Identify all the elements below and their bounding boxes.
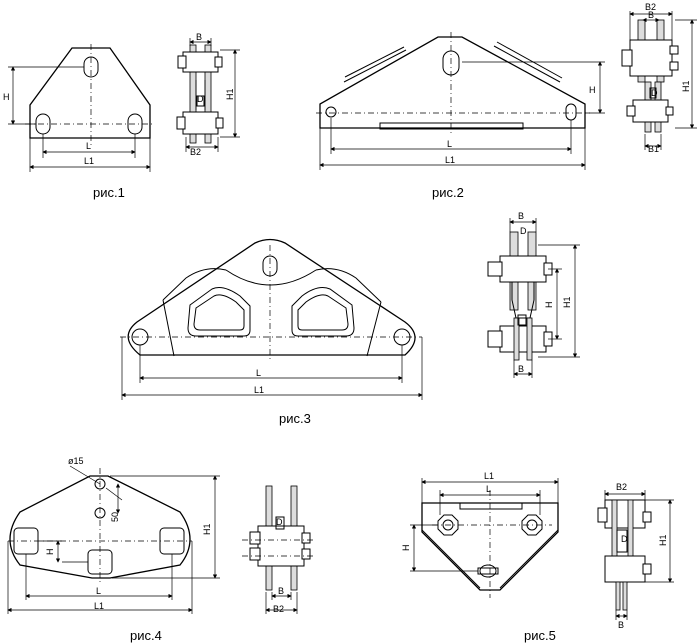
fig4-side-dim-b2: B2	[273, 604, 284, 614]
fig3-side-dim-h: H	[544, 302, 554, 309]
fig3-side-dim-h1: H1	[562, 296, 572, 308]
figure-2-front-view	[316, 32, 605, 170]
fig4-side-dim-b: B	[278, 586, 284, 596]
fig2-dim-h: H	[589, 85, 596, 95]
fig5-dim-l1: L1	[484, 471, 494, 481]
fig5-dim-l: L	[486, 484, 491, 494]
figure-3-side-view	[487, 218, 580, 378]
fig3-side-dim-d: D	[520, 226, 527, 236]
fig2-dim-l1: L1	[445, 155, 455, 165]
fig2-dim-l: L	[447, 139, 452, 149]
figure-1-side-view	[176, 38, 240, 152]
fig3-dim-l1: L1	[254, 385, 264, 395]
fig5-side-dim-h1: H1	[658, 534, 668, 546]
fig1-side-dim-b: B	[196, 32, 202, 42]
fig2-side-dim-d: D	[651, 88, 658, 98]
fig1-dim-l: L	[86, 141, 91, 151]
fig1-side-dim-b2: B2	[190, 147, 201, 157]
fig3-dim-l: L	[256, 368, 261, 378]
figure-4-front-view	[7, 465, 220, 614]
fig5-side-dim-b2: B2	[616, 482, 627, 492]
fig5-side-dim-d: D	[621, 534, 628, 544]
fig3-side-dim-b: B	[518, 211, 524, 221]
fig2-side-dim-h1: H1	[681, 80, 691, 92]
figure-4-side-view	[242, 485, 316, 614]
figure-2-side-view	[621, 11, 697, 150]
fig5-side-dim-b: B	[618, 620, 624, 630]
caption-fig3: рис.3	[279, 411, 311, 426]
fig4-dim-50: 50	[110, 512, 120, 522]
figure-3-front-view	[120, 238, 423, 400]
fig2-side-dim-b2: B2	[645, 2, 656, 12]
fig4-dim-h1: H1	[202, 523, 212, 535]
fig4-side-dim-d: D	[276, 517, 283, 527]
fig1-side-dim-d: D	[197, 94, 204, 104]
fig4-dim-phi: ø15	[68, 456, 84, 466]
figure-5-side-view	[597, 490, 674, 620]
fig4-dim-l1: L1	[94, 601, 104, 611]
caption-fig4: рис.4	[130, 628, 162, 643]
fig5-dim-h: H	[401, 545, 411, 552]
caption-fig1: рис.1	[93, 185, 125, 200]
caption-fig5: рис.5	[524, 628, 556, 643]
fig4-dim-l: L	[96, 586, 101, 596]
fig4-dim-h: H	[45, 549, 55, 556]
fig1-dim-h: H	[3, 92, 10, 102]
fig2-side-dim-b1: B1	[648, 144, 659, 154]
figure-1-front-view	[8, 44, 155, 172]
caption-fig2: рис.2	[432, 185, 464, 200]
figure-5-front-view	[410, 478, 559, 598]
fig1-dim-l1: L1	[84, 156, 94, 166]
fig1-side-dim-h1: H1	[225, 88, 235, 100]
fig3-side-dim-b-bottom: B	[518, 364, 524, 374]
fig2-side-dim-b: B	[648, 10, 654, 20]
